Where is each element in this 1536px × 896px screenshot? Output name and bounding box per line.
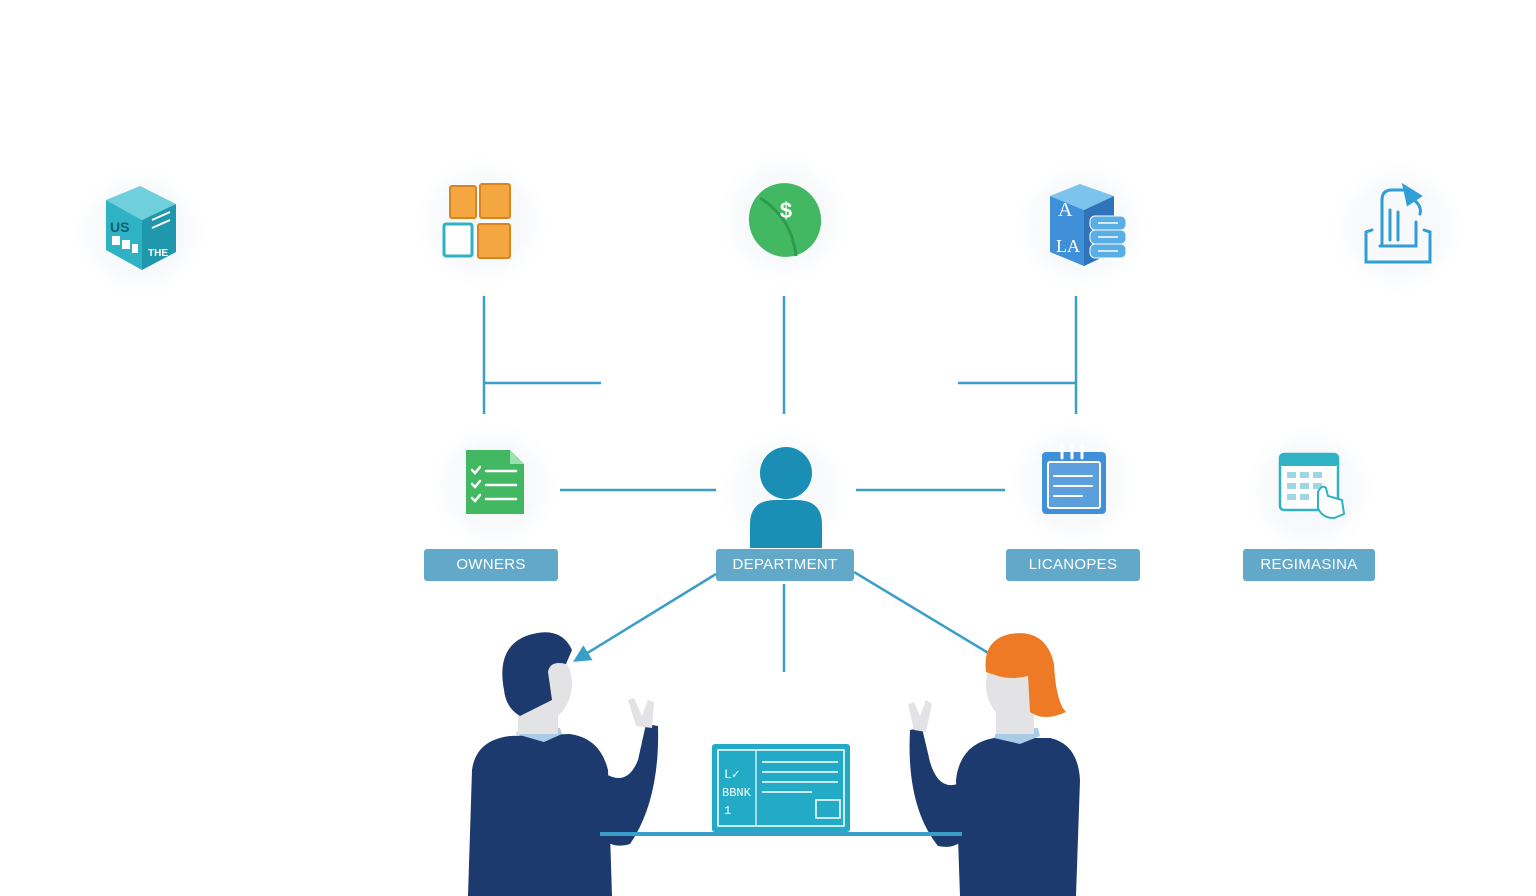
left-person	[468, 632, 659, 896]
label-department: DEPARTMENT	[716, 549, 854, 581]
person-icon	[750, 447, 822, 548]
arrow-to-left-person	[573, 572, 717, 662]
document-tray-icon	[1364, 182, 1432, 264]
label-owners: OWNERS	[424, 549, 558, 581]
label-regimasina: REGIMASINA	[1243, 549, 1375, 581]
box-text-the: THE	[148, 248, 168, 259]
connector-to-right-person	[853, 570, 991, 656]
server-cube-icon: A LA	[1050, 184, 1127, 266]
box-text-us: US	[110, 219, 129, 235]
checklist-document-icon	[466, 450, 524, 514]
label-licanopes: LICANOPES	[1006, 549, 1140, 581]
laptop-text-line2: BBNK	[722, 786, 752, 800]
right-person	[908, 633, 1080, 896]
cube-letter-la: LA	[1056, 236, 1080, 256]
laptop-screen: L✓ BBNK 1	[600, 744, 962, 836]
laptop-text-line1: L✓	[724, 767, 740, 782]
folder-grid-icon	[442, 183, 511, 259]
dollar-sign: $	[780, 198, 792, 223]
cube-letter-a: A	[1058, 199, 1073, 221]
notepad-icon	[1042, 444, 1106, 514]
laptop-text-line3: 1	[724, 804, 731, 818]
connector-lines	[482, 296, 1078, 672]
dollar-coin-icon: $	[748, 183, 822, 257]
shipping-box-icon: US THE	[106, 186, 176, 270]
calendar-click-icon	[1278, 452, 1346, 520]
